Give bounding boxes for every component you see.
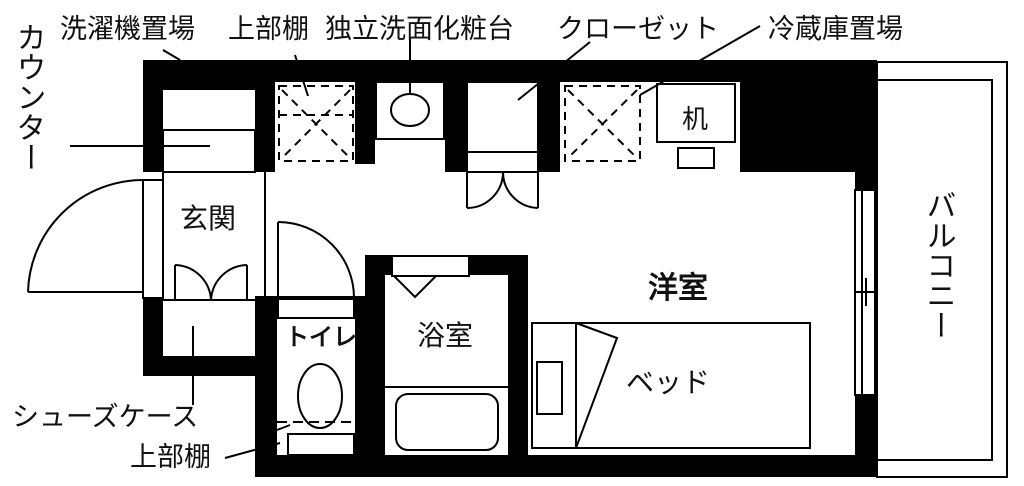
label-counter: カウンター: [11, 22, 46, 172]
label-balcony: バルコニー: [921, 190, 956, 340]
toilet-door: [277, 221, 355, 319]
label-western-room: 洋室: [648, 271, 708, 306]
leader-lines: [70, 25, 761, 459]
vanity: [375, 81, 445, 140]
bathroom: [385, 255, 508, 451]
label-bathroom: 浴室: [417, 319, 473, 352]
label-toilet: トイレ: [285, 323, 357, 351]
bed: [531, 322, 811, 449]
balcony-window: [854, 189, 876, 396]
counter: [162, 129, 256, 173]
entrance-room: [162, 172, 266, 301]
washer-space: [278, 85, 354, 162]
fridge-space: [564, 85, 641, 162]
label-entrance: 玄関: [180, 202, 236, 235]
closet: [466, 81, 539, 209]
toilet-fixture: [276, 363, 365, 456]
label-bed: ベッド: [626, 366, 710, 399]
label-desk: 机: [682, 105, 708, 135]
label-fridge: 冷蔵庫置場: [768, 14, 903, 45]
entrance-door: [27, 179, 164, 299]
label-shoe-case: シューズケース: [12, 402, 198, 433]
desk: [656, 83, 736, 169]
label-upper-shelf-bottom: 上部棚: [130, 442, 211, 473]
label-vanity: 独立洗面化粧台: [325, 14, 514, 45]
balcony: [876, 61, 1008, 478]
label-washer: 洗濯機置場: [60, 14, 195, 45]
walls: [143, 60, 877, 477]
label-upper-shelf: 上部棚: [228, 14, 309, 45]
label-closet: クローゼット: [557, 14, 719, 45]
labels: 洗濯機置場 上部棚 独立洗面化粧台 クローゼット 冷蔵庫置場 カウンター シュー…: [11, 14, 956, 473]
